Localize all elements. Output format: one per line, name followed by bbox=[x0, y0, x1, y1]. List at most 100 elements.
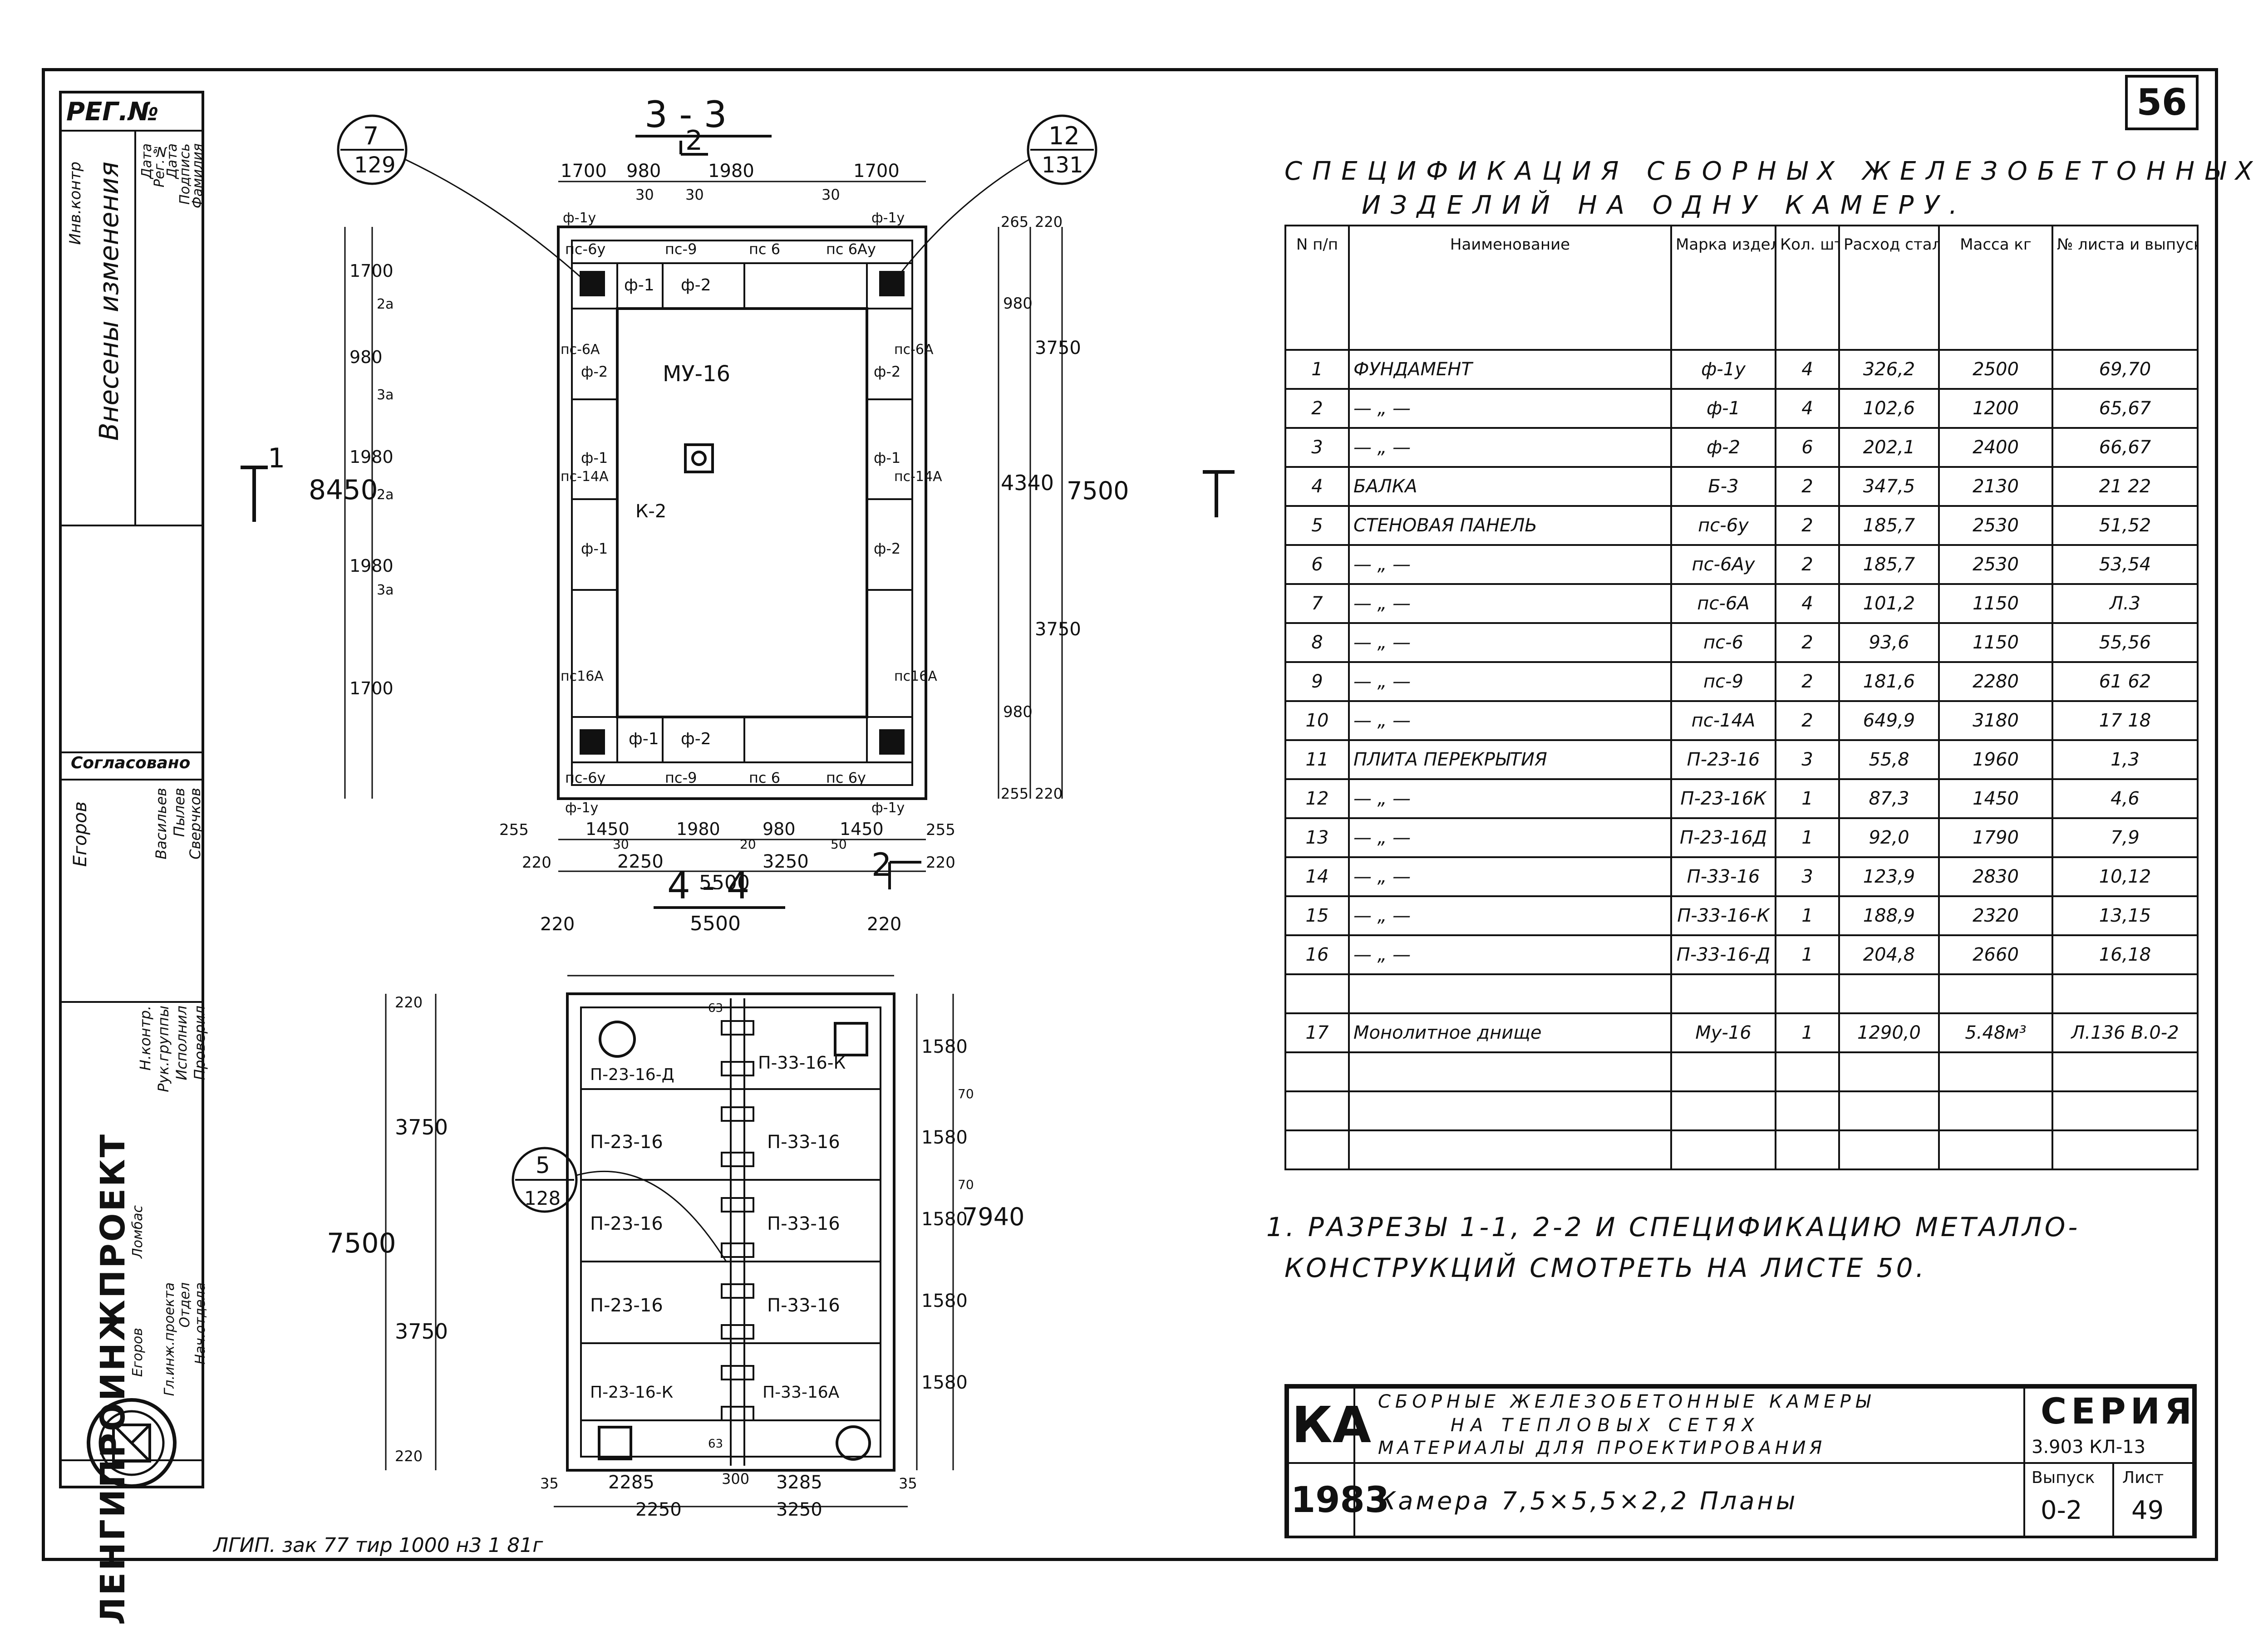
series-code: КА bbox=[1292, 1396, 1372, 1454]
spec-cell: ПЛИТА ПЕРЕКРЫТИЯ bbox=[1348, 739, 1672, 780]
spec-cell: — „ — bbox=[1348, 856, 1672, 897]
svg-text:3750: 3750 bbox=[1035, 338, 1081, 358]
svg-text:П-23-16-К: П-23-16-К bbox=[590, 1383, 673, 1402]
spec-cell: 4 bbox=[1775, 583, 1840, 624]
spec-cell: 14 bbox=[1284, 856, 1350, 897]
spec-cell bbox=[1938, 973, 2053, 1014]
svg-text:1580: 1580 bbox=[921, 1291, 968, 1311]
svg-text:980: 980 bbox=[349, 347, 383, 367]
svg-text:220: 220 bbox=[540, 914, 575, 935]
spec-cell: пс-6А bbox=[1670, 583, 1776, 624]
sheet-label: Лист bbox=[2122, 1468, 2164, 1487]
svg-text:пс-6у: пс-6у bbox=[565, 241, 605, 258]
svg-text:2250: 2250 bbox=[635, 1499, 682, 1520]
spec-cell bbox=[1284, 1051, 1350, 1092]
spec-cell: 3 bbox=[1775, 856, 1840, 897]
series-value: 3.903 КЛ-13 bbox=[2032, 1437, 2146, 1458]
sheet-name: Камера 7,5×5,5×2,2 Планы bbox=[1378, 1487, 1798, 1515]
spec-cell: — „ — bbox=[1348, 700, 1672, 741]
svg-text:ф-1у: ф-1у bbox=[565, 800, 598, 816]
svg-text:П-33-16: П-33-16 bbox=[767, 1132, 840, 1153]
spec-cell: 4 bbox=[1775, 388, 1840, 429]
spec-cell: 102,6 bbox=[1838, 388, 1940, 429]
svg-text:П-23-16: П-23-16 bbox=[590, 1295, 663, 1316]
stamp-name-6: Ломбас bbox=[130, 1205, 146, 1258]
spec-cell: 13,15 bbox=[2052, 895, 2199, 936]
svg-text:К-2: К-2 bbox=[635, 501, 666, 522]
spec-cell: 16,18 bbox=[2052, 934, 2199, 975]
spec-cell: 92,0 bbox=[1838, 817, 1940, 858]
org-name: ЛЕНГИПРОИНЖПРОЕКТ bbox=[93, 1133, 133, 1625]
svg-text:пс 6Ау: пс 6Ау bbox=[826, 241, 876, 258]
spec-title-2: ИЗДЕЛИЙ НА ОДНУ КАМЕРУ. bbox=[1362, 191, 1968, 220]
spec-cell: П-23-16 bbox=[1670, 739, 1776, 780]
svg-text:220: 220 bbox=[522, 854, 551, 872]
svg-text:ф-1у: ф-1у bbox=[871, 800, 905, 816]
spec-cell: П-33-16-К bbox=[1670, 895, 1776, 936]
svg-text:1700: 1700 bbox=[853, 161, 900, 182]
spec-cell bbox=[1284, 1090, 1350, 1131]
spec-cell: 17 18 bbox=[2052, 700, 2199, 741]
svg-text:1980: 1980 bbox=[708, 161, 754, 182]
svg-text:4340: 4340 bbox=[1001, 471, 1054, 495]
spec-cell: 4 bbox=[1284, 466, 1350, 507]
svg-text:1580: 1580 bbox=[921, 1209, 968, 1230]
spec-cell: пс-6 bbox=[1670, 622, 1776, 663]
spec-cell: пс-9 bbox=[1670, 661, 1776, 702]
spec-cell: 1150 bbox=[1938, 583, 2053, 624]
spec-cell: 2280 bbox=[1938, 661, 2053, 702]
svg-text:3750: 3750 bbox=[395, 1319, 448, 1344]
spec-cell: 1 bbox=[1775, 934, 1840, 975]
stamp-name-3: Пылев bbox=[171, 788, 188, 837]
svg-text:8450: 8450 bbox=[309, 474, 378, 506]
spec-cell bbox=[1775, 1051, 1840, 1092]
spec-cell: — „ — bbox=[1348, 817, 1672, 858]
spec-cell: П-33-16 bbox=[1670, 856, 1776, 897]
plan-3-3: 3 - 3 2 2 1 7 129 12 131 1700 980 1980 1… bbox=[241, 93, 1129, 889]
spec-cell: 69,70 bbox=[2052, 349, 2199, 390]
svg-text:пс-9: пс-9 bbox=[665, 241, 697, 258]
svg-text:пс16А: пс16А bbox=[561, 668, 604, 684]
spec-cell: 87,3 bbox=[1838, 778, 1940, 819]
spec-cell: — „ — bbox=[1348, 388, 1672, 429]
svg-text:пс-6у: пс-6у bbox=[565, 769, 605, 786]
spec-cell: 55,56 bbox=[2052, 622, 2199, 663]
svg-text:пс-6А: пс-6А bbox=[894, 342, 934, 358]
svg-text:70: 70 bbox=[958, 1086, 974, 1101]
stamp-name-1: Егоров bbox=[70, 801, 91, 867]
svg-text:2: 2 bbox=[871, 846, 892, 884]
spec-cell: ф-2 bbox=[1670, 427, 1776, 468]
spec-row bbox=[1284, 1051, 2199, 1092]
svg-text:П-33-16-К: П-33-16-К bbox=[758, 1053, 846, 1073]
spec-row bbox=[1284, 1090, 2199, 1131]
drawing-frame bbox=[42, 68, 2218, 1561]
sheet-number: 56 bbox=[2125, 75, 2199, 130]
svg-text:220: 220 bbox=[395, 994, 423, 1011]
spec-cell bbox=[1670, 1090, 1776, 1131]
spec-cell: 55,8 bbox=[1838, 739, 1940, 780]
spec-cell: 2320 bbox=[1938, 895, 2053, 936]
spec-cell: 101,2 bbox=[1838, 583, 1940, 624]
spec-cell: 1150 bbox=[1938, 622, 2053, 663]
spec-cell bbox=[1284, 973, 1350, 1014]
svg-text:ф-2: ф-2 bbox=[874, 540, 900, 557]
col-header: N п/п bbox=[1284, 225, 1350, 351]
spec-cell: 61 62 bbox=[2052, 661, 2199, 702]
svg-text:пс 6: пс 6 bbox=[749, 241, 780, 258]
spec-cell: Б-3 bbox=[1670, 466, 1776, 507]
agreed-label: Согласовано bbox=[71, 754, 191, 772]
svg-text:220: 220 bbox=[926, 854, 955, 872]
note-line-1: 1. РАЗРЕЗЫ 1-1, 2-2 И СПЕЦИФИКАЦИЮ МЕТАЛ… bbox=[1266, 1212, 2081, 1242]
spec-cell: 65,67 bbox=[2052, 388, 2199, 429]
spec-cell: 2400 bbox=[1938, 427, 2053, 468]
spec-cell: 9 bbox=[1284, 661, 1350, 702]
spec-cell: Л.136 В.0-2 bbox=[2052, 1012, 2199, 1053]
